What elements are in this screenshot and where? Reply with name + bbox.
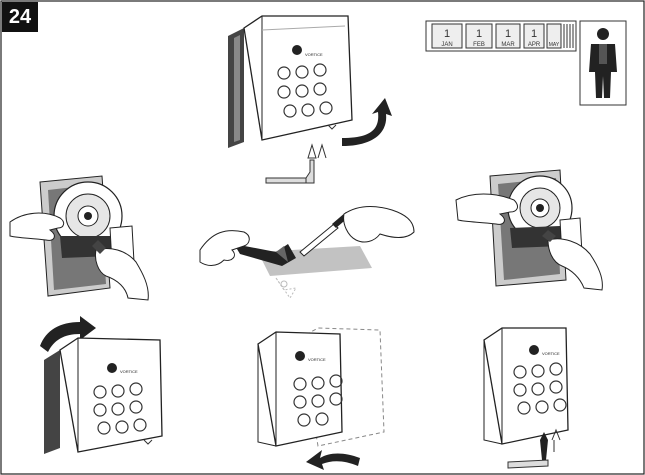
svg-text:FEB: FEB	[473, 42, 485, 48]
svg-text:1: 1	[531, 28, 537, 40]
svg-text:VORTICE: VORTICE	[120, 369, 138, 374]
svg-text:VORTICE: VORTICE	[305, 52, 323, 57]
calendar-page-apr: 1 APR	[524, 24, 544, 48]
svg-text:1: 1	[444, 28, 450, 40]
hand-right	[95, 249, 148, 301]
panel-bottom-center: VORTICE	[258, 328, 384, 470]
svg-text:MAY: MAY	[549, 42, 560, 48]
technician-icon	[580, 21, 626, 105]
panel-middle-center	[200, 207, 414, 298]
panel-top-center: VORTICE	[228, 16, 392, 183]
svg-text:1: 1	[505, 28, 511, 40]
calendar-page-jan: 1 JAN	[432, 24, 462, 48]
panel-middle-right	[456, 170, 602, 290]
svg-text:APR: APR	[528, 42, 541, 48]
svg-text:VORTICE: VORTICE	[308, 357, 326, 362]
screwdriver	[266, 145, 326, 183]
panel-middle-left	[10, 176, 148, 300]
calendar-page-feb: 1 FEB	[466, 24, 492, 48]
maintenance-calendar: 1 JAN 1 FEB 1 MAR 1 APR MAY	[426, 21, 576, 51]
svg-text:JAN: JAN	[441, 42, 452, 48]
svg-text:1: 1	[476, 28, 482, 40]
right-hand-spray	[344, 207, 414, 242]
svg-text:MAR: MAR	[501, 42, 515, 48]
panel-bottom-right: VORTICE	[484, 328, 568, 468]
slide-arrow	[306, 450, 360, 470]
panel-bottom-left: VORTICE	[40, 316, 162, 454]
calendar-page-mar: 1 MAR	[496, 24, 520, 48]
svg-text:VORTICE: VORTICE	[542, 351, 560, 356]
calendar-page-may: MAY	[547, 24, 561, 48]
